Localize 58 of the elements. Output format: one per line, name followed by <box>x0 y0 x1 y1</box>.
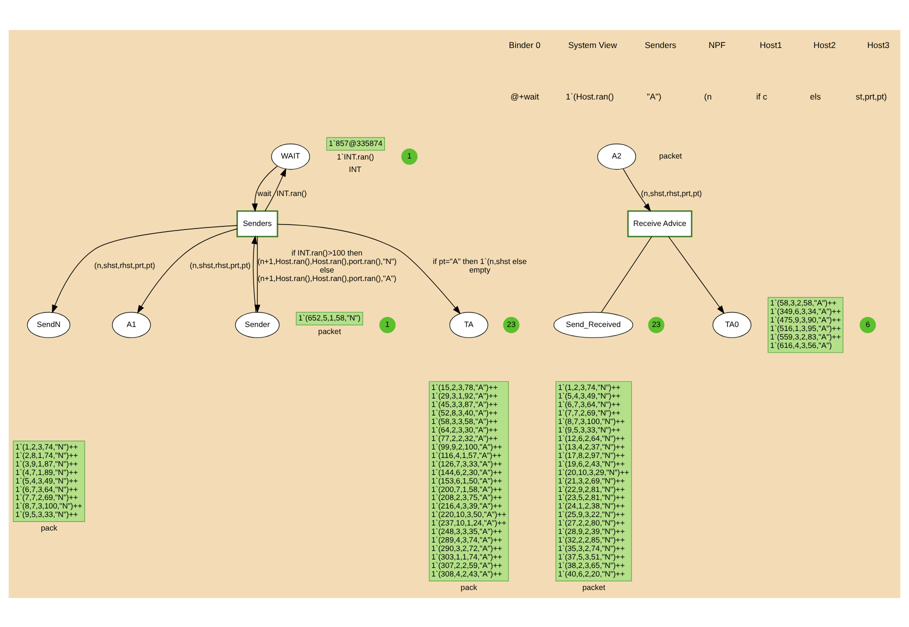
label: NPF <box>708 39 726 50</box>
arrow <box>52 224 238 313</box>
arrow <box>277 223 461 314</box>
node-label: packet <box>318 326 342 336</box>
node-label: packet <box>582 582 606 592</box>
node-ellipse: Sender <box>235 311 280 338</box>
edge-label: if INT.ran()>100 then (n+1,Host.ran(),Host.ran(),port.ran(),"N") else (n+1,Host.ran(),Host.ran(),port.ran(),"A") <box>257 248 397 282</box>
arrow <box>622 168 652 212</box>
node-ellipse: A1 <box>112 311 151 338</box>
node-label: 6 <box>866 319 870 328</box>
node-label: pack <box>460 582 478 592</box>
edge-label: if pt="A" then 1`(n,shst else empty <box>432 256 527 274</box>
node-ellipse: TA <box>449 311 488 338</box>
node-label: 23 <box>652 319 661 328</box>
label: Host2 <box>814 39 836 50</box>
node-label: 1 <box>407 151 412 160</box>
node-ellipse: TA0 <box>712 311 752 338</box>
node-label: 1`(15,2,3,78,"A")++ 1`(29,3,1,92,"A")++ 1`(45,3,3,87,"A")++ 1`(52,8,3,40,"A")++ 1`(58,3,3,58,"A")++ 1`(64,2,3,30,"A")++ 1`(77,2,2,32,"A")++ 1`(99,9,2,100,"A")++ 1`(116,4,1,57,"A")++ 1`(126,7,3,33,"A")++ 1`(144,6,2,30,"A")++ 1`(153,6,1,50,"A")++ 1`(200,7,1,58,"A")++ 1`(208,2,3,75,"A")++ 1`(216,4,3,39,"A")++ 1`(220,10,3,50,"A")++ 1`(237,10,1,24,"A")++ 1`(248,3,3,35,"A")++ 1`(289,4,3,74,"A")++ 1`(290,3,2,72,"A")++ 1`(303,1,1,74,"A")++ 1`(307,2,2,59,"A")++ 1`(308,4,2,43,"A")++ <box>431 382 506 578</box>
node-label: 1`857@335874 <box>328 138 382 148</box>
node-label: 1`(652,5,1,58,"N") <box>298 313 360 322</box>
edge-label: (n,shst,rhst,prt,pt) <box>94 260 156 270</box>
label: Binder 0 <box>508 39 540 50</box>
label: Host3 <box>867 39 890 50</box>
node-ellipse: SendN <box>27 311 70 338</box>
label: st,prt,pt) <box>856 90 887 101</box>
node-label: 1`INT.ran() <box>336 152 374 161</box>
label: if c <box>756 90 768 101</box>
node-label: INT <box>348 164 362 174</box>
label: "A") <box>646 90 662 101</box>
node-box: Receive Advice <box>627 210 692 237</box>
connector <box>601 236 652 312</box>
label: els <box>810 90 821 101</box>
edge-label: wait <box>257 188 272 198</box>
node-label: pack <box>40 523 58 532</box>
edge-label: (n,shst,rhst,prt,pt) <box>641 188 702 198</box>
node-ellipse: WAIT <box>271 143 310 170</box>
node-label: 1`(1,2,3,74,"N")++ 1`(5,4,3,49,"N")++ 1`(6,7,3,64,"N")++ 1`(7,7,2,69,"N")++ 1`(8,7,3,100,"N")++ 1`(9,5,3,33,"N")++ 1`(12,6,2,64,"N")++ 1`(13,4,2,37,"N")++ 1`(17,8,2,97,"N")++ 1`(19,6,2,43,"N")++ 1`(20,10,3,29,"N")++ 1`(21,3,2,69,"N")++ 1`(22,9,2,81,"N")++ 1`(23,5,2,81,"N")++ 1`(24,1,2,38,"N")++ 1`(25,9,3,22,"N")++ 1`(27,2,2,80,"N")++ 1`(28,9,2,39,"N")++ 1`(32,2,2,85,"N")++ 1`(35,3,2,74,"N")++ 1`(37,5,3,51,"N")++ 1`(38,2,3,65,"N")++ 1`(40,6,2,20,"N")++ <box>558 382 630 578</box>
arrow <box>252 165 278 212</box>
label: Host1 <box>760 39 782 50</box>
node-label: 1`(58,3,2,58,"A")++ 1`(349,6,3,34,"A")++ 1`(475,9,3,90,"A")++ 1`(516,1,3,95,"A")++ 1`(559,3,2,83,"A")++ 1`(616,4,3,56,"A") <box>770 298 841 350</box>
arrow <box>137 228 238 314</box>
node-box: Senders <box>236 210 278 237</box>
node-ellipse: Send_Received <box>553 311 634 338</box>
node-label: 1`(1,2,3,74,"N")++ 1`(2,8,1,74,"N")++ 1`(3,9,1,87,"N")++ 1`(4,7,1,89,"N")++ 1`(5,4,3,49,"N")++ 1`(6,7,3,64,"N")++ 1`(7,7,2,69,"N")++ 1`(8,7,3,100,"N")++ 1`(9,5,3,33,"N")++ <box>15 442 82 519</box>
label: 1`(Host.ran() <box>566 90 614 101</box>
edge-label: (n,shst,rhst,prt,pt) <box>190 260 251 270</box>
edge-label: INT.ran() <box>276 188 307 198</box>
label: Senders <box>644 39 676 50</box>
node-label: 1 <box>385 319 390 328</box>
arrow <box>251 235 258 312</box>
label: @+wait <box>510 90 540 101</box>
label: (n <box>704 90 712 101</box>
node-label: 23 <box>506 319 516 328</box>
arrow <box>668 236 724 314</box>
node-ellipse: A2 <box>597 143 636 170</box>
arrow <box>264 168 286 211</box>
label: System View <box>568 39 618 50</box>
node-label: packet <box>659 151 682 160</box>
